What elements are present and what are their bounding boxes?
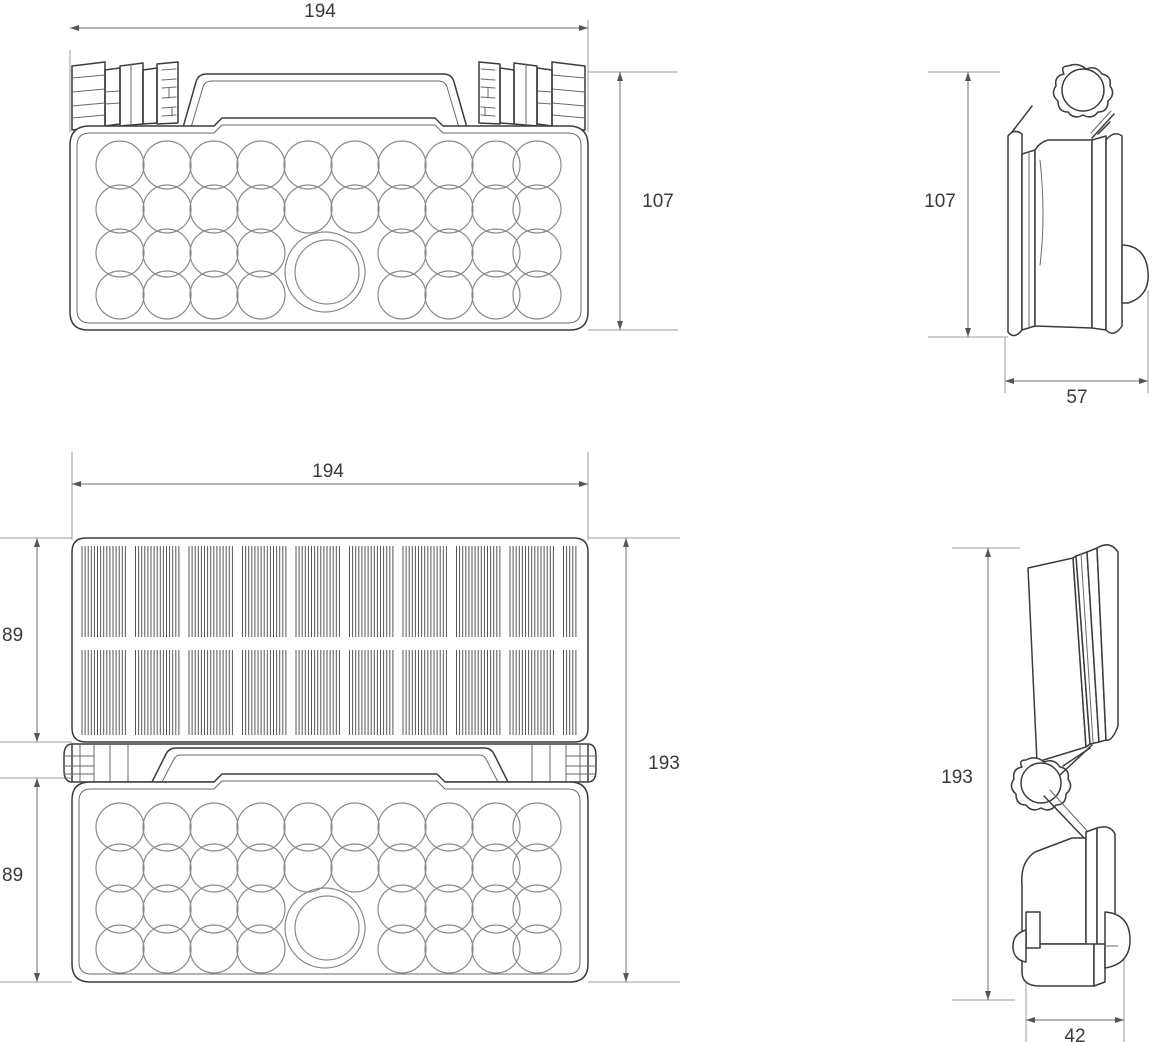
body-top-left xyxy=(69,117,589,331)
dimension-br-height: 193 xyxy=(930,547,1020,1001)
dimension-bl-lower: 89 xyxy=(0,777,72,983)
dimension-tl-height: 107 xyxy=(588,71,686,331)
dimension-bl-upper: 89 xyxy=(0,537,72,743)
dim-label-br-depth: 42 xyxy=(1064,1026,1085,1042)
hole-row-3 xyxy=(95,228,562,278)
dim-label-tr-depth: 57 xyxy=(1066,387,1087,408)
dim-label-tl-width: 194 xyxy=(304,1,336,22)
side-profile-top-right xyxy=(1007,105,1149,337)
handle-top-left xyxy=(181,73,469,132)
hole-row-4 xyxy=(95,270,562,320)
hole-row-4 xyxy=(95,924,562,974)
fin-lines-upper xyxy=(81,546,577,637)
dimension-bl-total: 193 xyxy=(588,537,692,983)
hole-grid-top-left xyxy=(95,140,562,320)
center-boss-bottom-left xyxy=(284,887,366,969)
hinge-band-bottom-left xyxy=(63,743,597,783)
side-profile-lower-bottom-right xyxy=(1012,826,1131,987)
view-top-right: 107 57 xyxy=(915,63,1149,409)
dim-label-tl-height: 107 xyxy=(642,191,674,212)
dim-label-br-height: 193 xyxy=(941,767,973,788)
fin-panel-bottom-left xyxy=(71,537,589,743)
linkage-bottom-right xyxy=(1043,744,1093,839)
hole-row-1 xyxy=(95,802,562,852)
dimension-tr-depth: 57 xyxy=(1004,290,1149,409)
dimension-tr-height: 107 xyxy=(915,71,1008,338)
view-bottom-left: 194 89 89 xyxy=(0,452,692,983)
hole-row-2 xyxy=(95,184,562,234)
dim-label-bl-total: 193 xyxy=(648,753,680,774)
hole-grid-bottom-left xyxy=(95,802,562,974)
side-profile-upper-bottom-right xyxy=(1027,544,1119,763)
dim-label-bl-lower: 89 xyxy=(2,865,23,886)
dim-label-bl-upper: 89 xyxy=(2,625,23,646)
dim-label-bl-width: 194 xyxy=(312,461,344,482)
view-bottom-right: 193 42 xyxy=(930,544,1131,1042)
star-knob-top-right xyxy=(1052,63,1114,118)
hole-row-3 xyxy=(95,884,562,934)
fin-lines-lower xyxy=(81,650,577,735)
dimension-tl-width: 194 xyxy=(69,0,589,132)
view-top-left: 194 107 xyxy=(69,0,686,331)
dimension-bl-width: 194 xyxy=(71,452,589,540)
center-boss-top-left xyxy=(284,231,366,313)
hole-row-2 xyxy=(95,843,562,893)
dim-label-tr-height: 107 xyxy=(924,191,956,212)
hole-row-1 xyxy=(95,140,562,190)
